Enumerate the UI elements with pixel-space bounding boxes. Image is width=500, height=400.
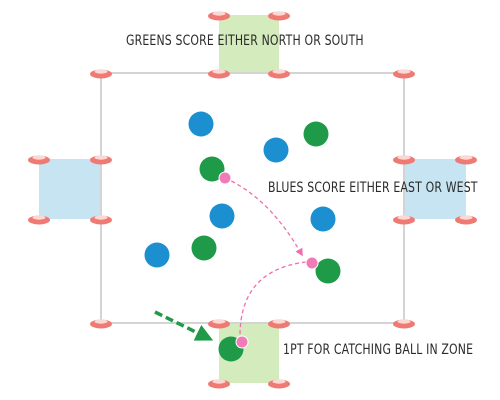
- green-player-icon: [191, 235, 217, 261]
- blues-scoring-label: BLUES SCORE EITHER EAST OR WEST: [268, 180, 478, 196]
- cone-icon: [393, 319, 415, 329]
- ball-icon: [305, 256, 319, 270]
- cone-icon: [208, 379, 230, 389]
- green-player-icon: [303, 121, 329, 147]
- cone-icon: [90, 215, 112, 225]
- cone-icon: [28, 215, 50, 225]
- blue-player-icon: [188, 111, 214, 137]
- greens-scoring-label: GREENS SCORE EITHER NORTH OR SOUTH: [126, 33, 364, 49]
- cone-icon: [90, 69, 112, 79]
- west-end-zone: [39, 159, 101, 219]
- green-player-icon: [199, 156, 225, 182]
- blue-player-icon: [263, 137, 289, 163]
- green-player-icon: [315, 258, 341, 284]
- east-end-zone: [404, 159, 466, 219]
- cone-icon: [268, 69, 290, 79]
- cone-icon: [268, 11, 290, 21]
- north-end-zone: [219, 15, 279, 73]
- catch-zone-label: 1PT FOR CATCHING BALL IN ZONE: [283, 342, 474, 358]
- cone-icon: [208, 319, 230, 329]
- cone-icon: [455, 155, 477, 165]
- blue-player-icon: [144, 242, 170, 268]
- pass-path-1: [224, 177, 303, 257]
- blue-player-icon: [310, 206, 336, 232]
- cone-icon: [90, 155, 112, 165]
- cone-icon: [90, 319, 112, 329]
- ball-icon: [235, 335, 249, 349]
- run-arrow-icon: [154, 310, 214, 341]
- cone-icon: [28, 155, 50, 165]
- cone-icon: [208, 11, 230, 21]
- blue-player-icon: [209, 203, 235, 229]
- cone-icon: [393, 69, 415, 79]
- ball-icon: [218, 171, 232, 185]
- cone-icon: [393, 155, 415, 165]
- cone-icon: [208, 69, 230, 79]
- cone-icon: [393, 215, 415, 225]
- field-boundary: [100, 72, 405, 324]
- players: [144, 111, 341, 362]
- cone-icon: [268, 379, 290, 389]
- cone-icon: [455, 215, 477, 225]
- cones: [28, 11, 477, 389]
- cone-icon: [268, 319, 290, 329]
